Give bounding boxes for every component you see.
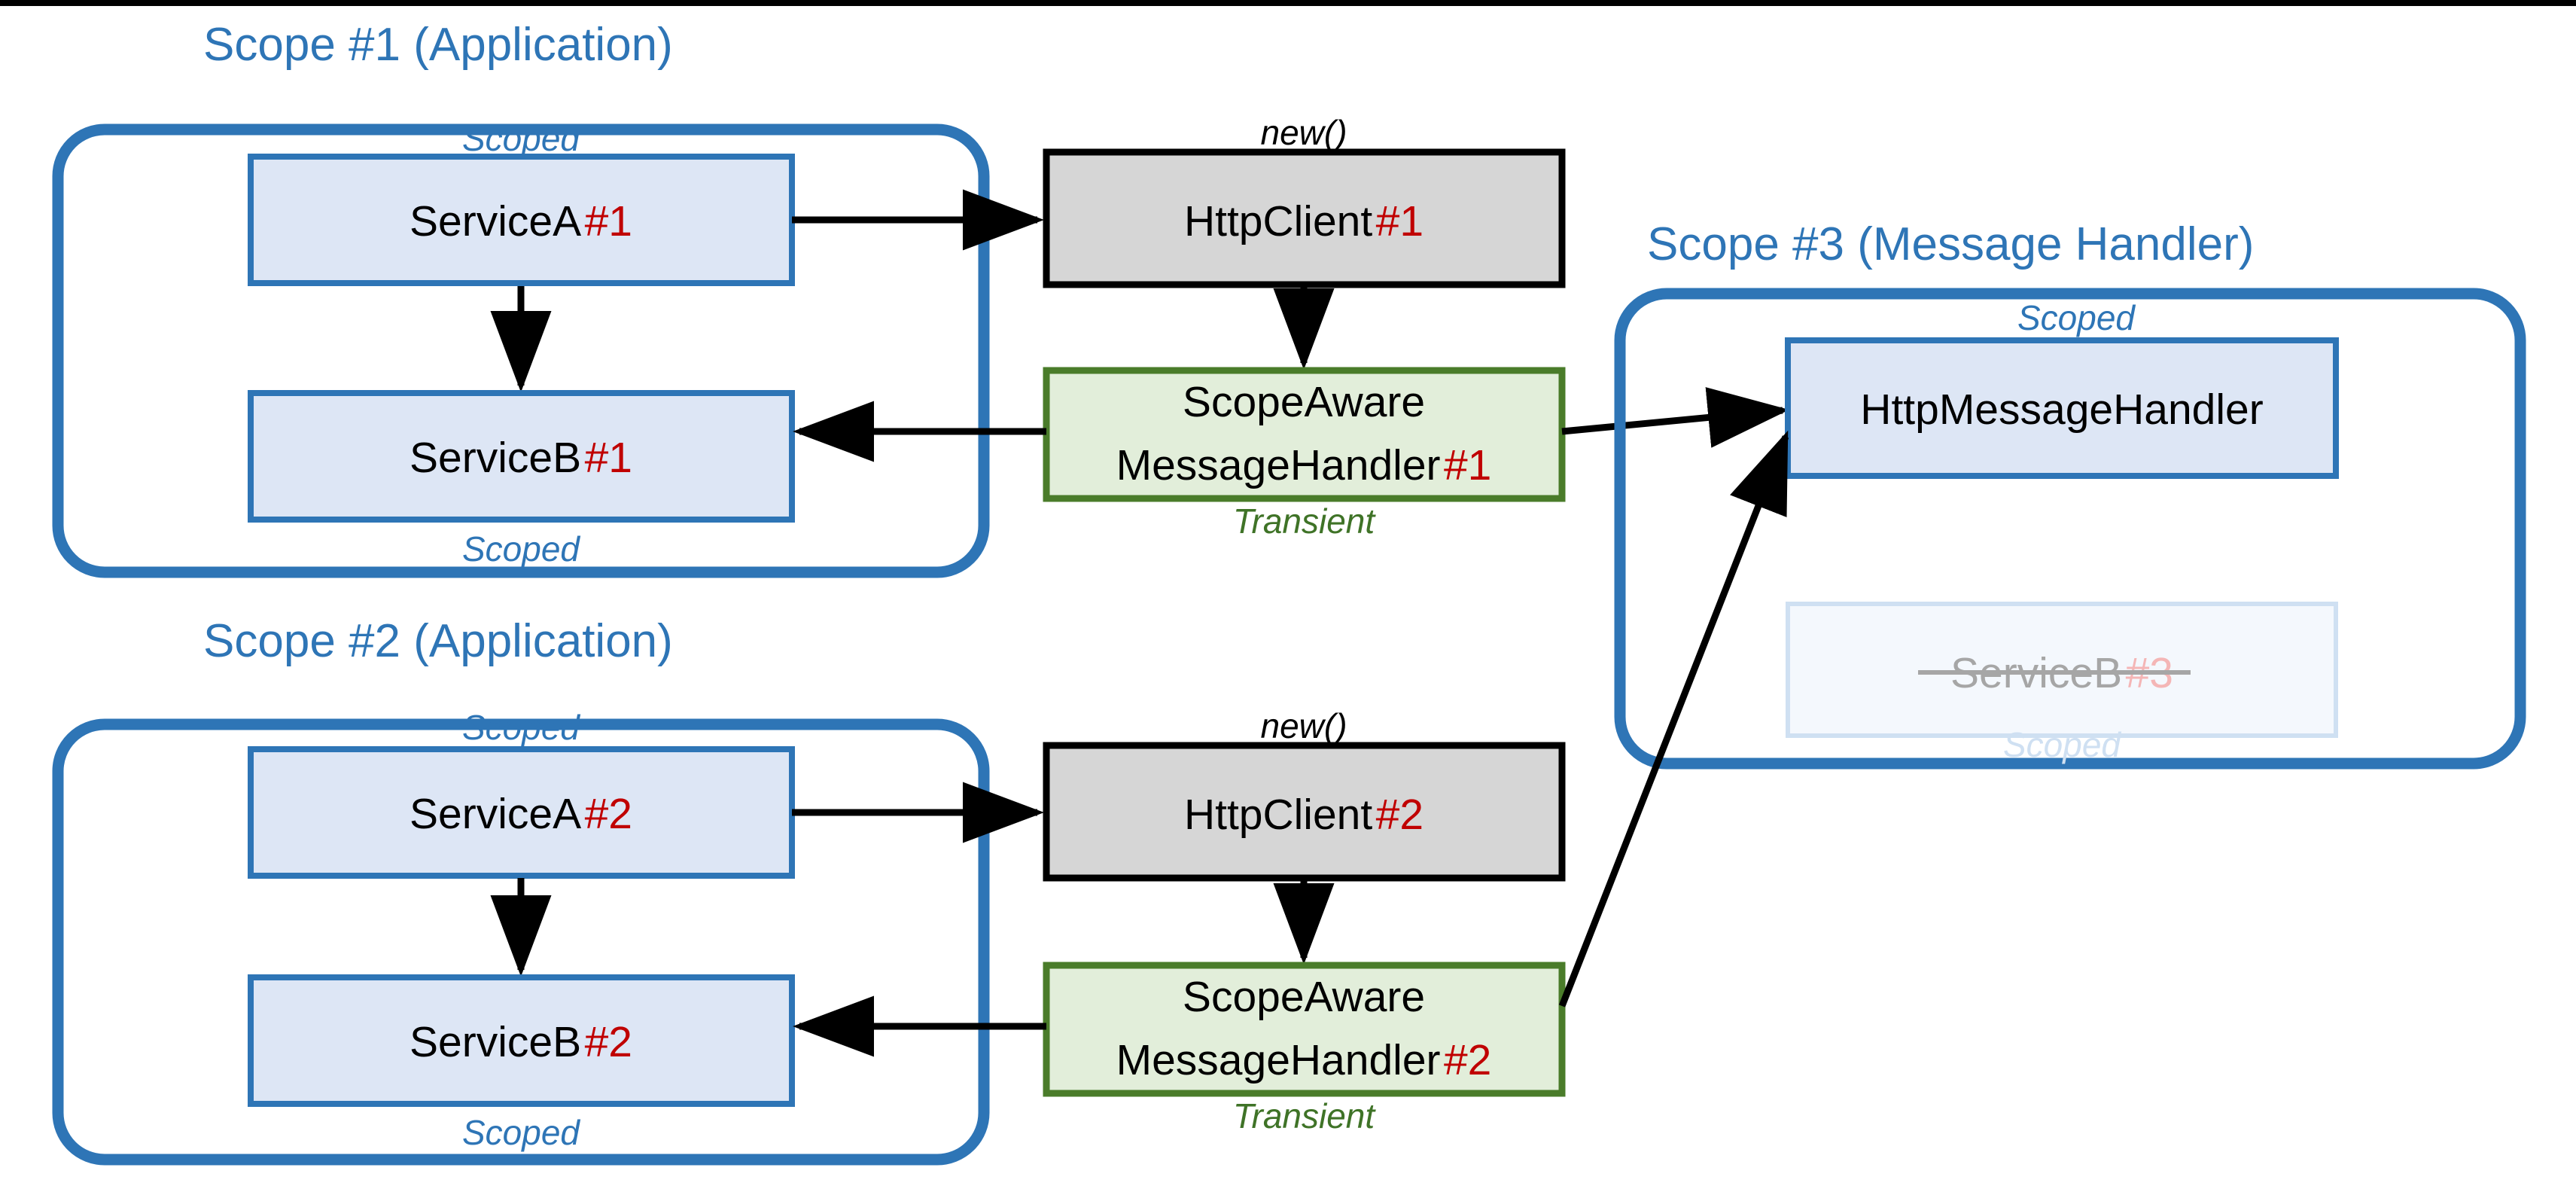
serviceA1-label: ServiceA	[410, 197, 581, 245]
handler2-label-line1: ScopeAware	[1183, 973, 1425, 1021]
httpMessageHandler-label: HttpMessageHandler	[1860, 386, 2263, 434]
httpClient1-box[interactable]: HttpClient #1	[1043, 148, 1566, 288]
serviceA2-label: ServiceA	[410, 790, 581, 838]
serviceA1-number: #1	[585, 197, 632, 245]
httpClient2-number: #2	[1376, 791, 1423, 839]
scope3-container	[1614, 288, 2526, 770]
serviceB2-label: ServiceB	[410, 1018, 581, 1066]
scope3-title: Scope #3 (Message Handler)	[1647, 218, 2254, 270]
top-black-bar	[0, 0, 2576, 6]
httpMessageHandler-box[interactable]: HttpMessageHandler	[1785, 337, 2339, 479]
serviceB2-box[interactable]: ServiceB #2	[248, 974, 795, 1107]
httpClient2-label: HttpClient	[1184, 791, 1372, 839]
httpMessageHandler-lifetime-label: Scoped	[2017, 298, 2136, 337]
handler2-number: #2	[1444, 1036, 1491, 1084]
svg-text:ServiceB #1: ServiceB #1	[410, 434, 632, 482]
serviceA2-lifetime-label: Scoped	[462, 708, 580, 747]
serviceB1-number: #1	[585, 434, 632, 482]
serviceB1-label: ServiceB	[410, 434, 581, 482]
serviceB2-lifetime-label: Scoped	[462, 1113, 580, 1152]
httpClient1-lifetime-label: new()	[1260, 113, 1347, 152]
svg-text:HttpClient #2: HttpClient #2	[1184, 791, 1423, 839]
serviceB3-box: ServiceB #3	[1786, 602, 2338, 738]
scope1-container	[52, 123, 990, 578]
httpClient2-box[interactable]: HttpClient #2	[1043, 742, 1566, 882]
edge-handler2-to-httpMessageHandler	[1558, 430, 1789, 1007]
svg-text:ServiceA #2: ServiceA #2	[410, 790, 632, 838]
svg-text:MessageHandler #: MessageHandler #2	[1116, 1036, 1492, 1084]
svg-text:MessageHandler #: MessageHandler #1	[1116, 441, 1492, 489]
edge-handler1-to-httpMessageHandler	[1561, 387, 1789, 448]
handler1-number: #1	[1444, 441, 1491, 489]
svg-text:ServiceA #1: ServiceA #1	[410, 197, 632, 245]
handler1-lifetime-label: Transient	[1233, 501, 1377, 541]
scope1-title: Scope #1 (Application)	[203, 19, 673, 71]
serviceB1-box[interactable]: ServiceB #1	[248, 390, 795, 523]
scope2-title: Scope #2 (Application)	[203, 615, 673, 667]
handler1-box[interactable]: ScopeAware MessageHandler #1	[1043, 367, 1566, 502]
httpClient2-lifetime-label: new()	[1260, 706, 1347, 745]
svg-text:ServiceB #2: ServiceB #2	[410, 1018, 632, 1066]
serviceA1-box[interactable]: ServiceA #1	[248, 154, 795, 286]
httpClient1-number: #1	[1376, 197, 1423, 245]
serviceB2-number: #2	[585, 1018, 632, 1066]
handler1-label-line2: MessageHandler	[1116, 441, 1441, 489]
handler2-box[interactable]: ScopeAware MessageHandler #2	[1043, 962, 1566, 1097]
handler1-label-line1: ScopeAware	[1183, 378, 1425, 426]
svg-text:HttpClient #1: HttpClient #1	[1184, 197, 1423, 245]
handler2-lifetime-label: Transient	[1233, 1096, 1377, 1135]
serviceA1-lifetime-label: Scoped	[462, 119, 580, 158]
serviceB1-lifetime-label: Scoped	[462, 529, 580, 568]
handler2-label-line2: MessageHandler	[1116, 1036, 1441, 1084]
serviceB3-lifetime-label: Scoped	[2003, 725, 2121, 764]
serviceA2-box[interactable]: ServiceA #2	[248, 746, 795, 879]
serviceA2-number: #2	[585, 790, 632, 838]
httpClient1-label: HttpClient	[1184, 197, 1372, 245]
scope2-container	[52, 718, 990, 1166]
